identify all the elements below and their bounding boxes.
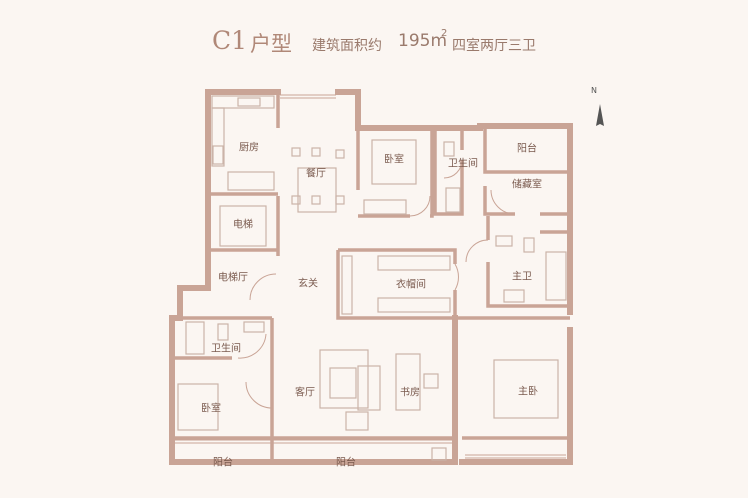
plan-title: C1 户型 建筑面积约 195m 2 四室两厅三卫: [0, 22, 748, 62]
study-desk: [395, 353, 421, 411]
door-bedroom-left: [245, 381, 273, 409]
wall-closet: [336, 248, 457, 320]
door-bath-top: [443, 159, 463, 179]
toilet-top: [443, 141, 455, 157]
coffee-table: [329, 367, 357, 399]
outer-wall-north-east: [429, 123, 573, 233]
bath-left-toilet: [217, 323, 229, 341]
door-bedroom-top: [409, 195, 431, 217]
closet-rack-top: [377, 255, 451, 271]
room-elevator: 电梯: [233, 219, 253, 231]
room-bath-left: 卫生间: [211, 343, 241, 355]
room-study: 书房: [400, 387, 420, 399]
bath-left-shower: [185, 321, 205, 355]
wall-master-bath: [486, 216, 570, 308]
elevator-car: [219, 205, 267, 247]
window-master: [465, 454, 566, 459]
tv-console: [345, 411, 369, 431]
door-storage: [490, 189, 516, 215]
north-arrow: [596, 104, 604, 126]
room-storage: 储藏室: [512, 179, 542, 191]
sofa: [319, 349, 369, 409]
bed-top: [371, 139, 417, 185]
wardrobe-top: [363, 199, 407, 215]
wall-bedroom-top: [356, 128, 434, 218]
bathtub: [545, 251, 567, 301]
kitchen-counter-side: [211, 107, 225, 167]
kitchen-counter: [211, 95, 275, 109]
outer-wall-east: [459, 233, 573, 465]
door-bath-left: [237, 333, 267, 359]
door-master-bath: [465, 239, 489, 263]
armchair: [357, 365, 381, 411]
room-kitchen: 厨房: [239, 142, 259, 154]
study-chair: [423, 373, 439, 389]
closet-rack-bottom: [377, 297, 451, 313]
outer-wall-north: [205, 89, 435, 131]
master-bed: [493, 359, 559, 419]
room-balcony-top: 阳台: [517, 143, 537, 155]
dining-chair: [291, 147, 301, 157]
room-bath-top: 卫生间: [448, 158, 478, 170]
bath-left-sink: [243, 321, 265, 333]
area-value: 195m: [398, 31, 448, 51]
room-bedroom-left: 卧室: [201, 403, 221, 415]
kitchen-cabinet: [227, 171, 275, 191]
compass-needle: [596, 104, 604, 126]
wall-kitchen: [208, 92, 280, 256]
room-master-bed: 主卧: [518, 386, 538, 398]
room-bedroom-top: 卧室: [384, 154, 404, 166]
room-foyer: 玄关: [298, 278, 318, 290]
shower-top: [445, 187, 461, 213]
bed-left: [177, 383, 219, 431]
area-unit-sup: 2: [441, 28, 448, 39]
master-sink: [495, 235, 513, 247]
room-dining: 餐厅: [306, 168, 326, 180]
foyer-cabinet: [341, 255, 353, 315]
compass-north-label: N: [591, 86, 597, 95]
wall-storage: [483, 128, 570, 216]
room-closet: 衣帽间: [396, 279, 426, 291]
area-label: 建筑面积约: [312, 38, 382, 54]
room-master-bath: 主卫: [512, 271, 532, 283]
window-dining: [280, 94, 336, 99]
room-layout: 四室两厅三卫: [452, 38, 536, 54]
window-balcony: [175, 439, 452, 444]
room-elevator-hall: 电梯厅: [218, 272, 248, 284]
master-vanity: [503, 289, 525, 303]
door-closet: [454, 263, 459, 291]
wall-bath-top: [433, 128, 464, 216]
unit-type-label: 户型: [250, 32, 292, 56]
kitchen-stove: [212, 145, 224, 165]
balcony-washer: [431, 447, 447, 461]
room-balcony-living: 阳台: [336, 457, 356, 469]
room-living: 客厅: [295, 387, 315, 399]
room-balcony-left: 阳台: [213, 457, 233, 469]
door-elevator-hall: [249, 273, 277, 301]
unit-code: C1: [212, 26, 248, 55]
kitchen-sink: [237, 97, 261, 107]
master-toilet: [523, 237, 535, 253]
dining-table: [297, 167, 337, 213]
